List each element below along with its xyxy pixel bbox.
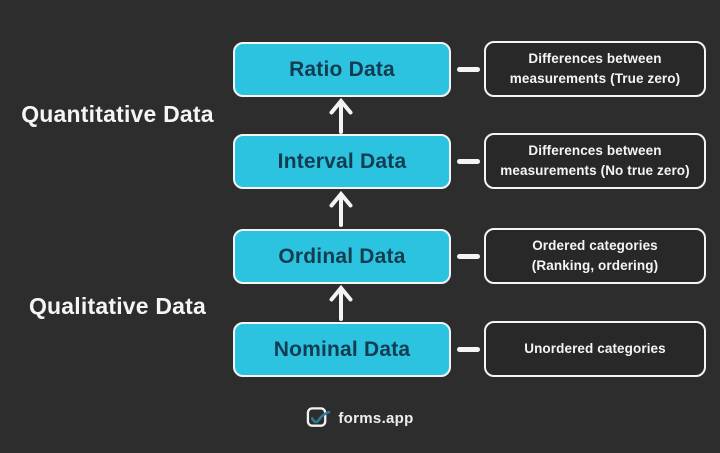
forms-app-logo-icon [307, 407, 331, 427]
level-box-nominal-label: Nominal Data [273, 337, 411, 361]
level-box-ratio-label: Ratio Data [289, 57, 395, 81]
group-label-quantitative: Quantitative Data [21, 101, 214, 127]
level-box-nominal: Nominal Data [233, 322, 451, 377]
description-text-interval: Differences between measurements (No tru… [500, 142, 690, 178]
connector-dash [457, 347, 480, 352]
level-box-interval-label: Interval Data [277, 149, 407, 173]
connector-dash [457, 254, 480, 259]
connector-dash [457, 67, 480, 72]
description-box-ratio: Differences between measurements (True z… [484, 41, 706, 97]
level-box-ordinal-label: Ordinal Data [278, 244, 406, 268]
group-label-qualitative: Qualitative Data [28, 293, 207, 319]
up-arrow-icon [328, 284, 354, 321]
connector-dash [457, 159, 480, 164]
description-text-ratio: Differences between measurements (True z… [509, 50, 681, 86]
level-box-ratio: Ratio Data [233, 42, 451, 97]
description-box-ordinal: Ordered categories (Ranking, ordering) [484, 228, 706, 284]
level-box-ordinal: Ordinal Data [233, 229, 451, 284]
forms-app-logo: forms.app [0, 404, 720, 432]
description-text-ordinal: Ordered categories (Ranking, ordering) [531, 237, 659, 273]
description-box-interval: Differences between measurements (No tru… [484, 133, 706, 189]
level-box-interval: Interval Data [233, 134, 451, 189]
description-text-nominal: Unordered categories [524, 340, 666, 356]
description-box-nominal: Unordered categories [484, 321, 706, 377]
up-arrow-icon [328, 190, 354, 227]
up-arrow-icon [328, 97, 354, 134]
forms-app-logo-text: forms.app [338, 409, 414, 427]
